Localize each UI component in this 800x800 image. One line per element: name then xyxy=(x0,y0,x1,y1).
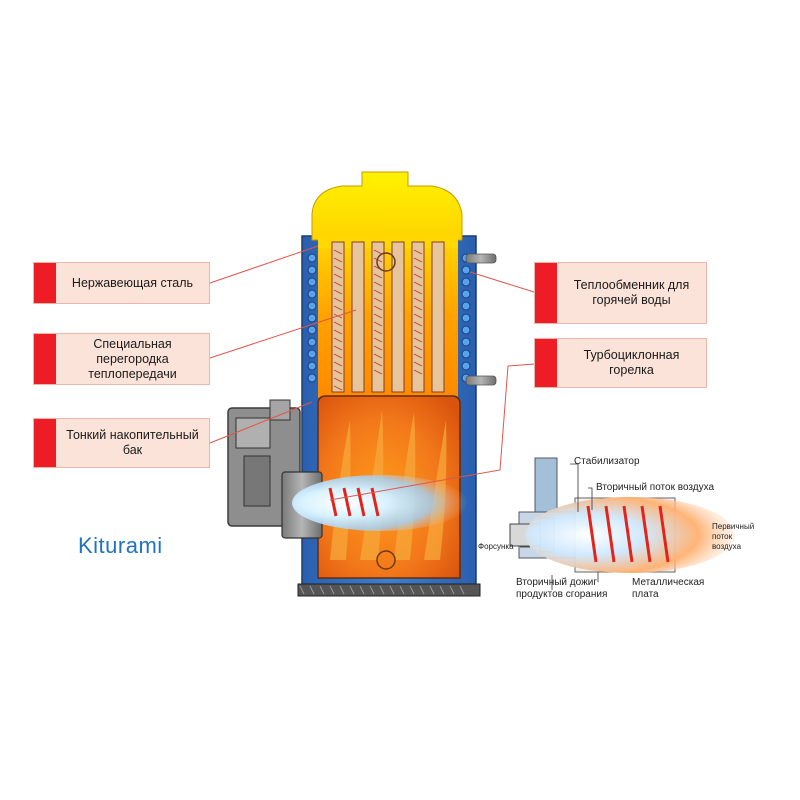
main-burner-flame xyxy=(292,475,468,531)
callout-marker xyxy=(34,263,56,303)
callout-hot-water-exchanger: Теплообменник для горячей воды xyxy=(534,262,707,324)
kiturami-logo: Kiturami xyxy=(78,533,163,558)
callout-turbocyclone-burner: Турбоциклонная горелка xyxy=(534,338,707,388)
base-plate xyxy=(297,583,481,597)
detail-flame xyxy=(525,497,735,573)
callout-heat-partition: Специальная перегородка теплопередачи xyxy=(33,333,210,385)
top-flue-port xyxy=(376,252,396,272)
hot-water-pipe-bottom xyxy=(465,375,497,386)
callout-label: Специальная перегородка теплопередачи xyxy=(88,336,177,381)
burner-detail xyxy=(509,457,735,590)
callout-label: Тонкий накопительный бак xyxy=(66,428,199,457)
callout-label: Нержавеющая сталь xyxy=(71,275,194,290)
callout-marker xyxy=(34,334,56,384)
label-secondary-air: Вторичный поток воздуха xyxy=(596,482,715,493)
detail-spiral xyxy=(586,505,670,563)
bottom-port xyxy=(376,550,396,570)
callout-label: Турбоциклонная горелка xyxy=(583,348,680,377)
top-dome xyxy=(311,171,463,241)
callout-thin-tank: Тонкий накопительный бак xyxy=(33,418,210,468)
label-metal-plate: Металлическая плата xyxy=(632,577,705,600)
callout-marker xyxy=(34,419,56,467)
hot-water-pipe-top xyxy=(465,253,497,264)
main-burner xyxy=(227,399,468,539)
callout-leaders xyxy=(209,245,535,501)
left-coil xyxy=(307,253,317,383)
boiler-body xyxy=(297,171,497,597)
callout-label: Теплообменник для горячей воды xyxy=(573,278,690,307)
callout-stainless-steel: Нержавеющая сталь xyxy=(33,262,210,304)
callout-marker xyxy=(535,339,557,387)
right-coil xyxy=(461,253,471,383)
label-nozzle: Форсунка xyxy=(478,542,514,551)
label-primary-air: Первичный поток воздуха xyxy=(712,522,755,551)
main-burner-spiral xyxy=(328,487,380,517)
callout-marker xyxy=(535,263,557,323)
label-secondary-combustion: Вторичный дожиг продуктов сгорания xyxy=(516,577,608,600)
label-stabilizer: Стабилизатор xyxy=(574,456,640,467)
